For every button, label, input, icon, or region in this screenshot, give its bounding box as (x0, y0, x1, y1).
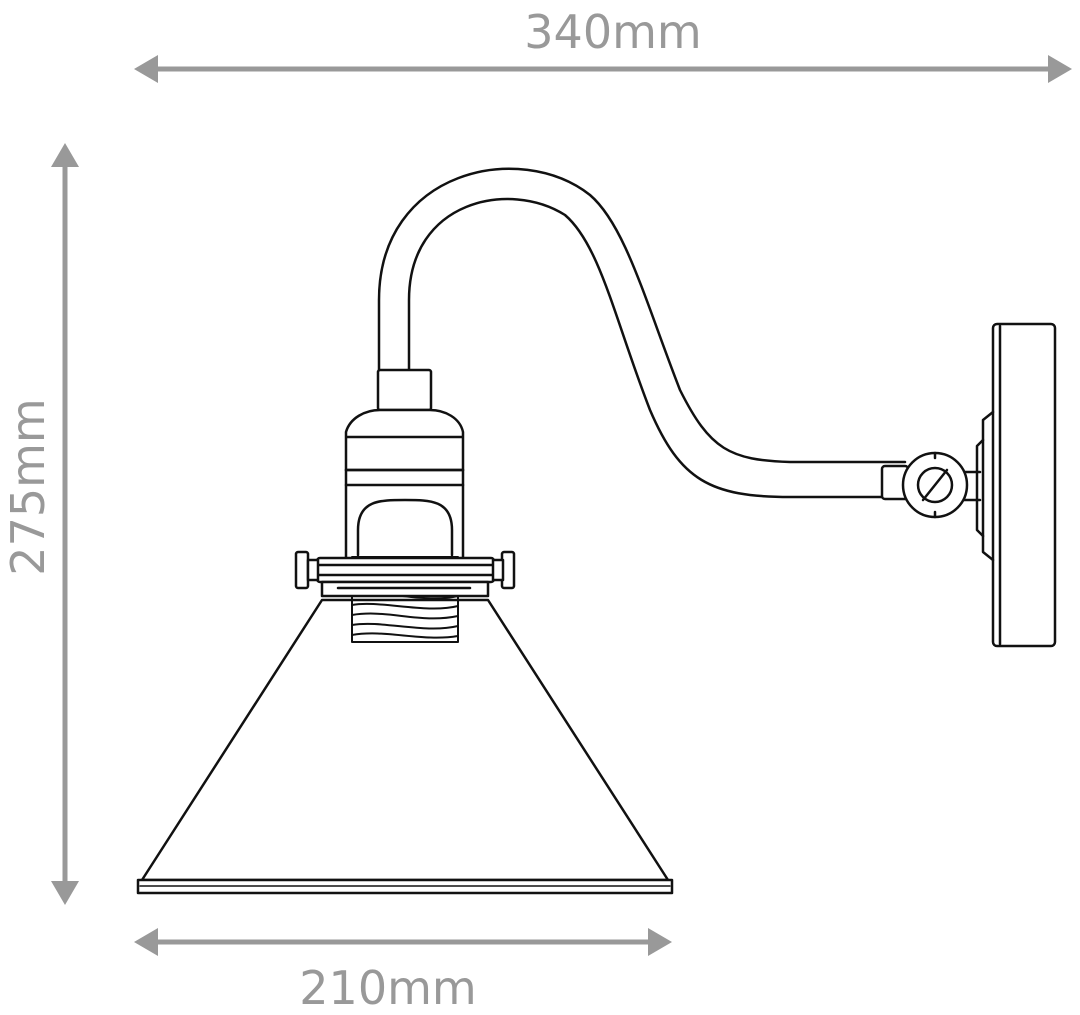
shade-width-dimension (134, 928, 672, 956)
circle-slash-icon (916, 466, 954, 504)
height-dimension (51, 143, 79, 905)
holder-switch-cutout (344, 483, 465, 562)
width-dimension (134, 55, 1072, 83)
height-label: 275mm (1, 398, 55, 575)
height-arrow-top (51, 143, 79, 167)
holder-collar (376, 368, 433, 412)
holder-body (344, 468, 465, 487)
shade-width-label: 210mm (299, 961, 476, 1015)
shade-ring (294, 550, 516, 598)
holder-cap (344, 408, 465, 472)
shade-width-arrow-right (648, 928, 672, 956)
wall-plate (975, 322, 1057, 648)
knuckle-joint (880, 451, 982, 519)
width-label: 340mm (524, 5, 701, 59)
height-arrow-bottom (51, 881, 79, 905)
wall-light-drawing (136, 167, 1057, 895)
shade-width-arrow-left (134, 928, 158, 956)
cone-shade (136, 598, 674, 895)
arm-tube-lower-edge (407, 197, 907, 499)
width-arrow-right (1048, 55, 1072, 83)
arm-tube-upper-edge (377, 167, 907, 464)
width-arrow-left (134, 55, 158, 83)
swan-neck-arm (377, 167, 907, 499)
